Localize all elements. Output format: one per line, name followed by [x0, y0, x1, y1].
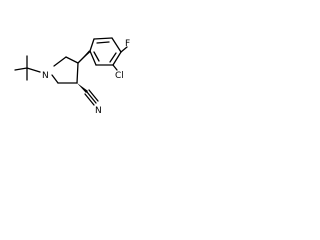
- tert-butyl-group: [14, 55, 41, 81]
- aryl-bond-6: [89, 50, 97, 66]
- aryl-double-bond-1: [96, 41, 110, 44]
- aryl-substituent: [77, 37, 128, 71]
- nitrile-group: [77, 83, 99, 106]
- aryl-bond-2: [93, 37, 113, 40]
- stereo-wedge-c3: [78, 50, 91, 63]
- atom-label-ring-nitrogen: N: [42, 71, 49, 81]
- nitrile-triple-bond-a: [86, 91, 97, 104]
- bond-c2-c3: [65, 56, 79, 64]
- pyrrolidine-ring: [51, 56, 79, 84]
- stereo-wedge-c4: [77, 83, 88, 93]
- atom-label-nitrile-nitrogen: N: [95, 106, 102, 116]
- bond-n1-c2: [53, 56, 67, 67]
- aryl-double-bond-2: [109, 52, 117, 63]
- molecule-structure-diagram: N F Cl N: [14, 37, 130, 116]
- bond-tbu-c-methyl-left: [14, 67, 28, 71]
- bond-aryl-to-chlorine: [112, 64, 118, 71]
- bond-tbu-c-to-ring-nitrogen: [26, 67, 41, 73]
- aryl-bond-4: [112, 51, 122, 66]
- bond-c3-c4: [76, 62, 79, 84]
- bond-c5-n1: [51, 74, 59, 84]
- atom-label-chlorine: Cl: [115, 71, 124, 81]
- aryl-bond-3: [111, 37, 122, 53]
- nitrile-triple-bond-c: [84, 93, 95, 106]
- aryl-double-bond-3: [93, 51, 100, 62]
- bond-aryl-to-fluorine: [120, 46, 128, 53]
- aryl-bond-1: [89, 38, 95, 52]
- nitrile-triple-bond-b: [88, 89, 99, 102]
- atom-label-fluorine: F: [125, 39, 130, 49]
